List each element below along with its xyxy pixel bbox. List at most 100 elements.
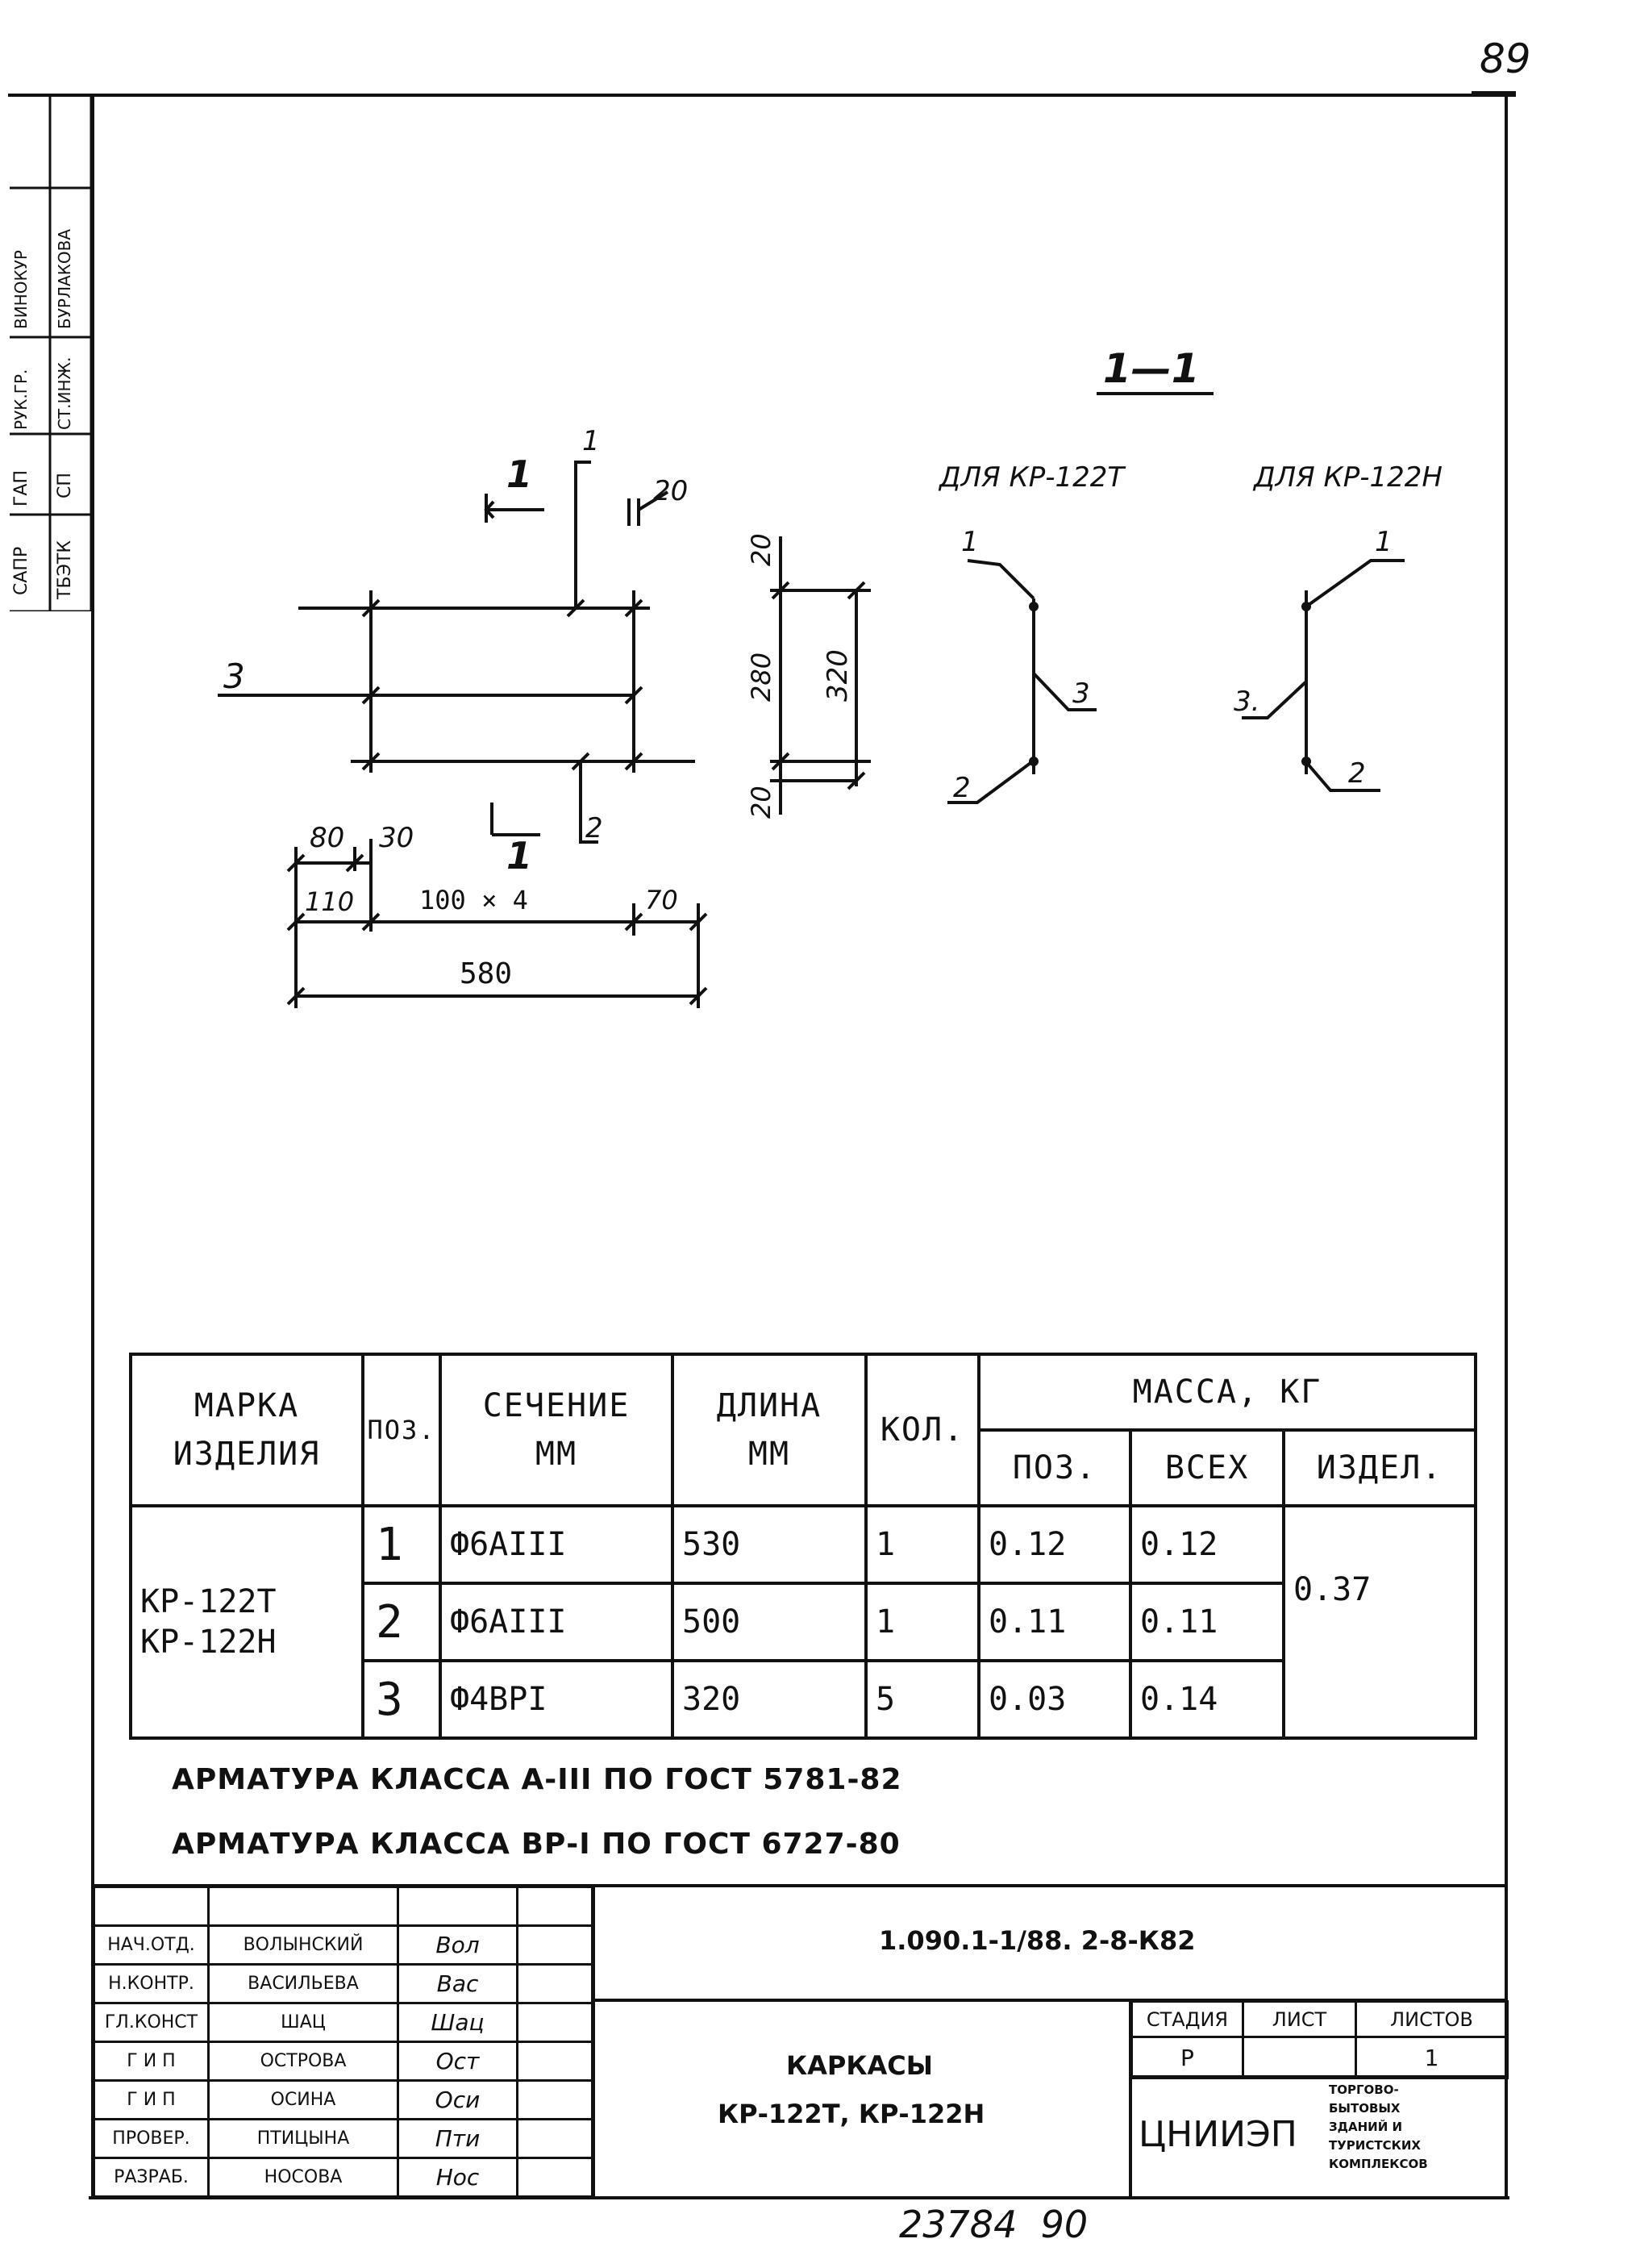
staff-role-2: Н.КОНТР. <box>93 1963 210 2004</box>
staff-name-6: ПТИЦЫНА <box>207 2118 399 2159</box>
variant-n-title: ДЛЯ КР-122Н <box>1254 461 1443 494</box>
row1-qty: 1 <box>864 1504 980 1585</box>
row3-length: 320 <box>671 1659 868 1740</box>
variant-t-label-2: 2 <box>953 772 971 804</box>
side-stamp-stinzh: СТ.ИНЖ. <box>55 356 74 430</box>
org-desc-line1: ТОРГОВО- <box>1329 2082 1399 2097</box>
side-stamp-burlakova: БУРЛАКОВА <box>55 228 74 329</box>
note-2: АРМАТУРА КЛАССА ВР-I ПО ГОСТ 6727-80 <box>172 1828 901 1861</box>
elev-dim-20-bottom: 20 <box>746 786 776 819</box>
sheets-value: 1 <box>1355 2036 1509 2079</box>
plan-pos2-label: 2 <box>585 812 603 844</box>
archive-number: 23784 90 <box>899 2203 1089 2246</box>
row1-pos: 1 <box>361 1504 442 1585</box>
row1-section: Ф6АIII <box>439 1504 674 1585</box>
header-length-line2: ММ <box>747 1436 791 1473</box>
header-pos: ПОЗ. <box>361 1353 442 1507</box>
stage-table: СТАДИЯ ЛИСТ ЛИСТОВ Р 1 <box>1130 2000 1509 2079</box>
header-mass-item: ИЗДЕЛ. <box>1282 1428 1477 1507</box>
plan-pos1-label: 1 <box>582 425 600 457</box>
sheets-label: ЛИСТОВ <box>1355 2000 1509 2038</box>
header-mass: МАССА, КГ <box>977 1353 1477 1432</box>
row2-mass-pos: 0.11 <box>977 1582 1132 1662</box>
row2-qty: 1 <box>864 1582 980 1662</box>
stage-value: Р <box>1130 2036 1244 2079</box>
row3-section: Ф4ВРI <box>439 1659 674 1740</box>
row2-mass-all: 0.11 <box>1129 1582 1285 1662</box>
plan-pos3-label: 3 <box>223 657 245 696</box>
staff-sig-1: Вол <box>397 1924 518 1966</box>
specification-table: МАРКА ИЗДЕЛИЯ ПОЗ. СЕЧЕНИЕ ММ ДЛИНА ММ К… <box>129 1353 1477 1740</box>
sheet-label: ЛИСТ <box>1242 2000 1357 2038</box>
doc-code: 1.090.1-1/88. 2-8-К82 <box>879 1925 1196 1956</box>
org-desc-line2: БЫТОВЫХ <box>1329 2101 1401 2116</box>
plan-dim-580: 580 <box>460 957 513 990</box>
variant-t-label-1: 1 <box>961 526 979 558</box>
staff-name-7: НОСОВА <box>207 2157 399 2198</box>
variant-t-label-3: 3 <box>1072 677 1090 710</box>
header-length: ДЛИНА ММ <box>671 1353 868 1507</box>
org-name: ЦНИИЭП <box>1139 2114 1297 2155</box>
row3-qty: 5 <box>864 1659 980 1740</box>
variant-n-label-2: 2 <box>1348 757 1366 790</box>
staff-date-1 <box>516 1924 595 1966</box>
plan-dim-80: 80 <box>310 822 345 854</box>
header-mass-all: ВСЕХ <box>1129 1428 1285 1507</box>
header-mark-line2: ИЗДЕЛИЯ <box>173 1436 321 1473</box>
staff-sig-4: Ост <box>397 2041 518 2082</box>
mark-line2: КР-122Н <box>140 1624 277 1661</box>
mark-cell: КР-122Т КР-122Н <box>129 1504 364 1740</box>
sheet-value <box>1242 2036 1357 2079</box>
note-1: АРМАТУРА КЛАССА А-III ПО ГОСТ 5781-82 <box>172 1763 902 1796</box>
org-desc-line4: ТУРИСТСКИХ <box>1329 2138 1421 2153</box>
side-stamp-gap: ГАП <box>11 469 31 507</box>
plan-dim-70: 70 <box>645 885 678 915</box>
staff-blank-1 <box>93 1886 210 1927</box>
header-mass-pos: ПОЗ. <box>977 1428 1132 1507</box>
staff-date-4 <box>516 2041 595 2082</box>
header-mark: МАРКА ИЗДЕЛИЯ <box>129 1353 364 1507</box>
side-stamp-tbetk: ТБЭТК <box>55 540 75 599</box>
row2-pos: 2 <box>361 1582 442 1662</box>
plan-dim-20: 20 <box>653 475 689 507</box>
staff-blank-3 <box>397 1886 518 1927</box>
drawing-title-line2: КР-122Т, КР-122Н <box>718 2099 985 2129</box>
side-stamp: САПР ТБЭТК ГАП СП РУК.ГР. СТ.ИНЖ. ВИНОКУ… <box>8 95 93 611</box>
row1-mass-pos: 0.12 <box>977 1504 1132 1585</box>
side-stamp-sapr: САПР <box>11 546 31 595</box>
header-mark-line1: МАРКА <box>194 1387 300 1424</box>
variant-n-label-3: 3. <box>1234 686 1260 718</box>
staff-name-4: ОСТРОВА <box>207 2041 399 2082</box>
row1-length: 530 <box>671 1504 868 1585</box>
staff-sig-3: Шац <box>397 2002 518 2043</box>
cut-mark-top: 1 <box>506 452 533 496</box>
staff-date-7 <box>516 2157 595 2198</box>
staff-name-5: ОСИНА <box>207 2079 399 2120</box>
side-stamp-vinokur: ВИНОКУР <box>11 250 31 329</box>
staff-role-5: Г И П <box>93 2079 210 2120</box>
section-title: 1—1 <box>1103 345 1200 392</box>
row1-mass-all: 0.12 <box>1129 1504 1285 1585</box>
side-stamp-rukgr: РУК.ГР. <box>11 369 31 430</box>
staff-sig-6: Пти <box>397 2118 518 2159</box>
side-stamp-grid <box>10 95 93 611</box>
row2-length: 500 <box>671 1582 868 1662</box>
staff-role-4: Г И П <box>93 2041 210 2082</box>
row3-mass-all: 0.14 <box>1129 1659 1285 1740</box>
header-section-line2: ММ <box>535 1436 578 1473</box>
side-stamp-sp: СП <box>55 473 75 498</box>
item-mass: 0.37 <box>1282 1504 1477 1740</box>
row3-mass-pos: 0.03 <box>977 1659 1132 1740</box>
staff-sig-7: Нос <box>397 2157 518 2198</box>
plan-dim-100x4: 100 × 4 <box>419 885 528 915</box>
drawing-title-line1: КАРКАСЫ <box>786 2050 933 2081</box>
staff-name-3: ШАЦ <box>207 2002 399 2043</box>
variant-t-title: ДЛЯ КР-122Т <box>939 461 1125 494</box>
plan-dim-30: 30 <box>379 822 414 854</box>
org-desc-line3: ЗДАНИЙ И <box>1329 2120 1403 2134</box>
staff-role-7: РАЗРАБ. <box>93 2157 210 2198</box>
variant-n-label-1: 1 <box>1375 526 1393 558</box>
header-qty: КОЛ. <box>864 1353 980 1507</box>
